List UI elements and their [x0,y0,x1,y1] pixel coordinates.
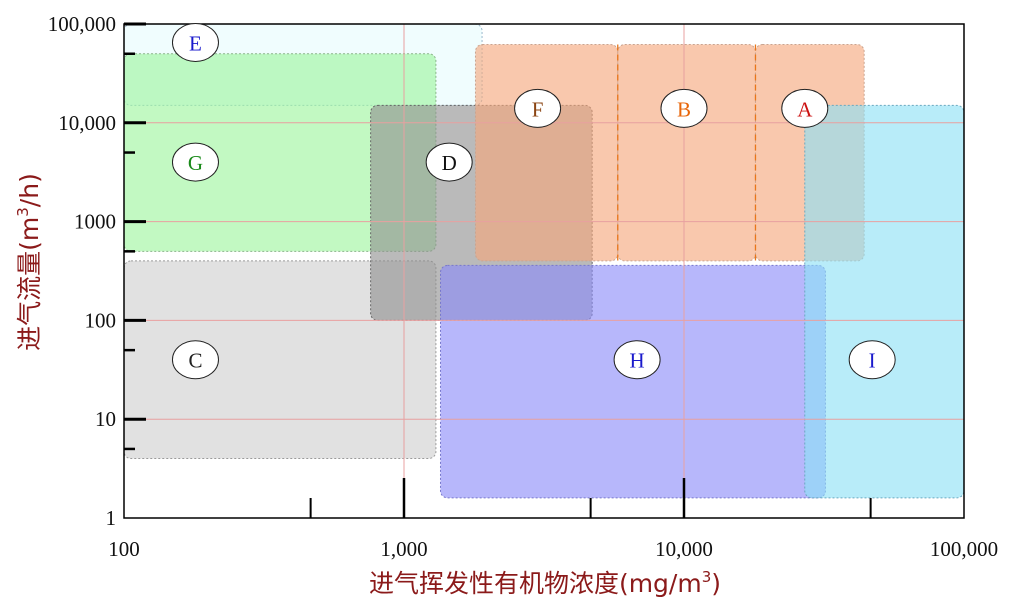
ticks-layer: 1 10 100 1000 10,000 100,000 100 1,000 10,000 100… [48,12,998,561]
x-tick-label: 100 [108,537,140,561]
zone-label-d: D [442,151,457,175]
x-tick-label: 100,000 [930,537,998,561]
zone-label-badge-c [171,340,219,380]
zone-c [123,260,437,460]
zone-label-g: G [188,151,203,175]
grid-layer [124,24,964,518]
zones-layer [123,23,965,499]
divider-layer [617,44,757,261]
zone-label-f: F [532,97,544,121]
y-tick-label: 10 [95,407,116,431]
plot-frame [123,23,965,519]
x-axis-title: 进气挥发性有机物浓度(mg/m3) [369,568,721,598]
x-tick-label: 10,000 [655,537,713,561]
zone-label-c: C [188,349,202,373]
zone-labels-layer: E G C D F B A H I [171,22,896,380]
y-tick-label: 100,000 [48,12,116,36]
y-tick-label: 100 [85,308,117,332]
zone-label-i: I [869,349,876,373]
zone-label-badge-e [171,22,219,62]
zone-i [804,104,965,499]
zone-label-badge-g [171,142,219,182]
y-tick-label: 1 [106,506,117,530]
zone-label-b: B [677,97,691,121]
zone-label-badge-d [425,142,473,182]
zone-label-h: H [630,349,645,373]
axes-layer [123,23,965,519]
zone-label-badge-f [514,88,562,128]
zone-h [439,264,826,499]
zone-label-badge-i [848,340,896,380]
y-tick-label: 1000 [74,210,116,234]
zone-f [474,44,619,262]
zone-b [617,44,756,262]
zone-label-badge-a [781,88,829,128]
y-tick-label: 10,000 [58,111,116,135]
y-axis-title: 进气流量(m3/h) [14,173,44,351]
zone-label-badge-h [613,340,661,380]
zone-label-badge-b [660,88,708,128]
x-tick-label: 1,000 [380,537,427,561]
zone-label-a: A [797,97,813,121]
zone-label-e: E [189,31,202,55]
